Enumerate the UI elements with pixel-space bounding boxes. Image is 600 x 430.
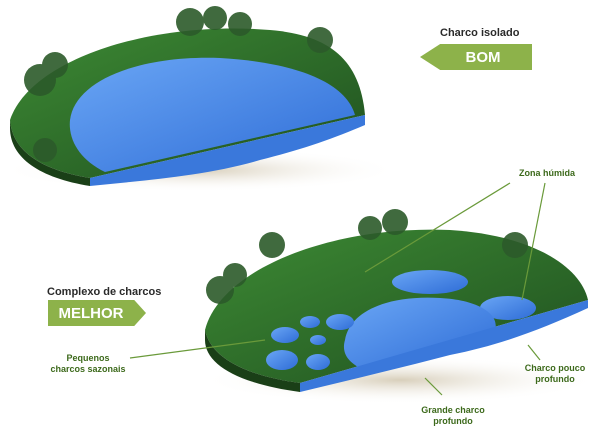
isolated-pond-diagram (0, 6, 400, 192)
isolated-pond-title: Charco isolado (440, 27, 520, 39)
annotation-seasonal-ponds: Pequenos charcos sazonais (50, 353, 126, 374)
rating-badge-good: BOM (420, 44, 532, 70)
annotation-deep-pond: Grande charco profundo (421, 405, 485, 426)
pond-complex-diagram (129, 182, 600, 404)
annotation-wetland: Zona húmida (519, 168, 575, 178)
pond-complex-title: Complexo de charcos (47, 286, 162, 298)
rating-badge-better: MELHOR (48, 300, 146, 326)
annotation-shallow-pond: Charco pouco profundo (524, 363, 586, 384)
